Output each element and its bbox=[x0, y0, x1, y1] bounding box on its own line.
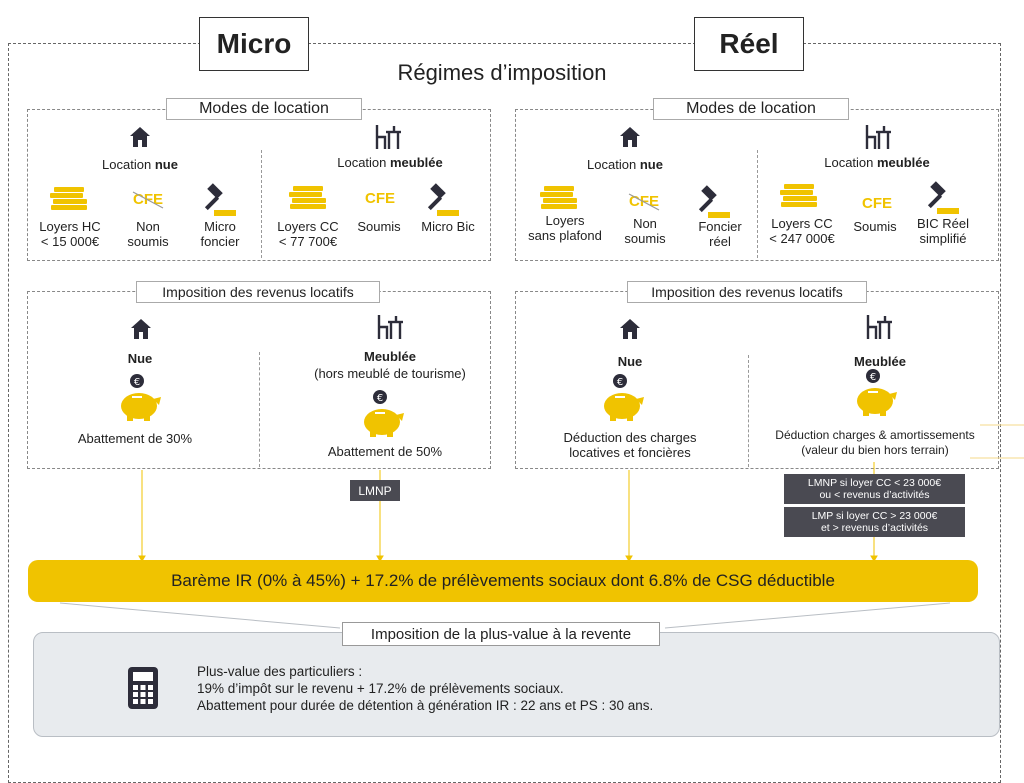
micro-modes-title: Modes de location bbox=[166, 98, 362, 120]
reel-nue-loyers: Loyers sans plafond bbox=[528, 213, 602, 243]
gavel-icon bbox=[202, 183, 238, 217]
house-icon bbox=[619, 318, 641, 340]
reel-nue-deduction: Déduction des charges locatives et fonci… bbox=[563, 430, 697, 460]
reel-location-nue: Location nue bbox=[587, 157, 663, 172]
reel-nue-cfe-status: Non soumis bbox=[624, 216, 666, 246]
micro-nue-loyers: Loyers HC < 15 000€ bbox=[39, 219, 101, 249]
micro-meub-abattement: Abattement de 50% bbox=[327, 444, 443, 459]
reel-meub-loyers: Loyers CC < 247 000€ bbox=[769, 216, 835, 246]
coins-icon bbox=[288, 186, 328, 210]
furniture-icon bbox=[376, 313, 406, 341]
regime-reel-label: Réel bbox=[694, 17, 804, 71]
cfe-icon: CFE bbox=[862, 195, 892, 212]
svg-text:€: € bbox=[617, 377, 623, 388]
micro-nue-cfe-status: Non soumis bbox=[127, 219, 169, 249]
micro-meublee-sub: (hors meublé de tourisme) bbox=[314, 366, 466, 381]
decor-lines bbox=[970, 424, 1024, 459]
reel-meub-deduction: Déduction charges & amortissements (vale… bbox=[775, 428, 975, 457]
reel-meub-regime: BIC Réel simplifié bbox=[916, 216, 970, 246]
plus-value-text: Plus-value des particuliers : 19% d’impô… bbox=[197, 663, 917, 714]
piggy-bank-icon: € bbox=[853, 368, 899, 416]
micro-nue-label: Nue bbox=[127, 351, 153, 366]
furniture-icon bbox=[864, 123, 894, 151]
micro-imposition-title: Imposition des revenus locatifs bbox=[136, 281, 380, 303]
cfe-icon: CFE bbox=[365, 190, 395, 207]
cfe-crossed-icon: CFE bbox=[131, 190, 165, 210]
coins-icon bbox=[779, 184, 819, 208]
house-icon bbox=[129, 126, 151, 148]
micro-meublee-label: Meublée bbox=[363, 349, 416, 364]
reel-modes-title: Modes de location bbox=[653, 98, 849, 120]
micro-nue-abattement: Abattement de 30% bbox=[77, 431, 193, 446]
piggy-bank-icon: € bbox=[117, 373, 163, 421]
reel-imposition-title: Imposition des revenus locatifs bbox=[627, 281, 867, 303]
gavel-icon bbox=[925, 181, 961, 215]
micro-meub-loyers: Loyers CC < 77 700€ bbox=[277, 219, 339, 249]
reel-meublee-label: Meublée bbox=[853, 354, 906, 369]
regime-micro-label: Micro bbox=[199, 17, 309, 71]
calculator-icon bbox=[127, 666, 159, 710]
svg-text:€: € bbox=[134, 377, 140, 388]
piggy-bank-icon: € bbox=[600, 373, 646, 421]
reel-nue-regime: Foncier réel bbox=[698, 219, 742, 249]
connector-lines bbox=[59, 462, 951, 629]
lmnp-badge: LMNP bbox=[350, 480, 400, 501]
gavel-icon bbox=[696, 185, 732, 219]
plus-value-line2: 19% d’impôt sur le revenu + 17.2% de pré… bbox=[197, 681, 564, 696]
plus-value-line3: Abattement pour durée de détention à gén… bbox=[197, 698, 654, 713]
svg-text:€: € bbox=[377, 393, 383, 404]
lmp-condition-badge: LMP si loyer CC > 23 000€ et > revenus d… bbox=[784, 507, 965, 537]
micro-meub-cfe-status: Soumis bbox=[357, 219, 401, 234]
furniture-icon bbox=[865, 313, 895, 341]
house-icon bbox=[619, 126, 641, 148]
reel-location-meublee: Location meublée bbox=[824, 155, 930, 170]
plus-value-title: Imposition de la plus-value à la revente bbox=[342, 622, 660, 646]
reel-meub-cfe-status: Soumis bbox=[853, 219, 897, 234]
divider bbox=[748, 355, 749, 467]
svg-text:€: € bbox=[870, 372, 876, 383]
coins-icon bbox=[539, 186, 579, 210]
lmnp-condition-badge: LMNP si loyer CC < 23 000€ ou < revenus … bbox=[784, 474, 965, 504]
micro-location-meublee: Location meublée bbox=[337, 155, 443, 170]
coins-icon bbox=[49, 187, 89, 211]
divider bbox=[261, 150, 262, 258]
cfe-crossed-icon: CFE bbox=[627, 192, 661, 212]
house-icon bbox=[130, 318, 152, 340]
page-title: Régimes d’imposition bbox=[397, 60, 607, 85]
divider bbox=[259, 352, 260, 467]
plus-value-line1: Plus-value des particuliers : bbox=[197, 664, 363, 679]
divider bbox=[757, 150, 758, 258]
micro-location-nue: Location nue bbox=[102, 157, 178, 172]
gavel-icon bbox=[425, 183, 461, 217]
micro-nue-regime: Micro foncier bbox=[200, 219, 240, 249]
furniture-icon bbox=[374, 123, 404, 151]
bareme-ir-bar: Barème IR (0% à 45%) + 17.2% de prélèvem… bbox=[28, 560, 978, 602]
reel-nue-label: Nue bbox=[617, 354, 643, 369]
micro-meub-regime: Micro Bic bbox=[421, 219, 475, 234]
piggy-bank-icon: € bbox=[360, 389, 406, 437]
